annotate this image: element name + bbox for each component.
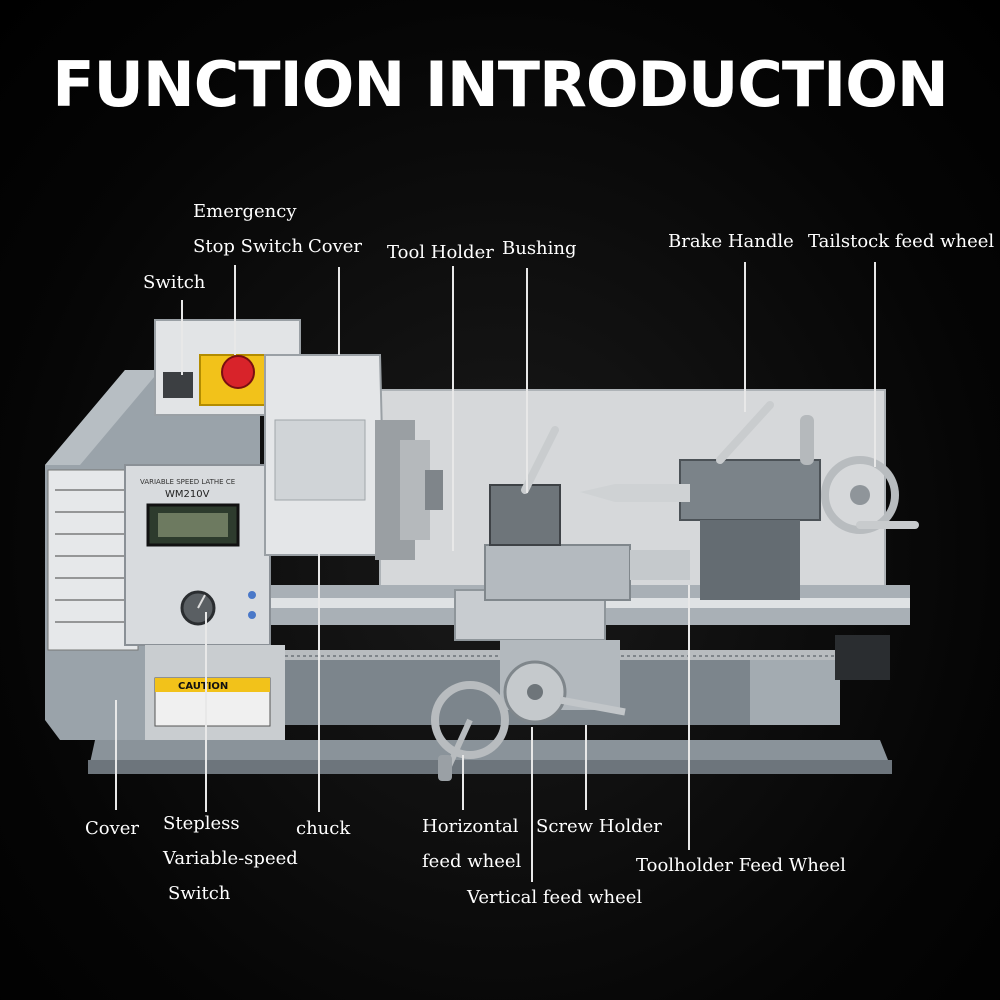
brake-lever bbox=[716, 401, 774, 464]
estop-button bbox=[221, 355, 255, 389]
cross-slide bbox=[484, 544, 631, 601]
leader-bushing bbox=[526, 268, 528, 493]
label-horizontal-line1: Horizontal bbox=[422, 816, 519, 837]
model-text: WM210V bbox=[165, 489, 210, 500]
page-title: FUNCTION INTRODUCTION bbox=[52, 48, 949, 121]
label-switch: Switch bbox=[143, 272, 206, 293]
tool-post-handle bbox=[521, 426, 559, 494]
leader-brake-handle bbox=[744, 262, 746, 412]
horizontal-feed-handwheel bbox=[431, 681, 509, 759]
leader-emergency bbox=[234, 265, 236, 355]
label-horizontal-line2: feed wheel bbox=[422, 851, 522, 872]
leader-cover-bottom bbox=[115, 700, 117, 810]
tailstock-base bbox=[700, 520, 800, 600]
label-vertical-feed-wheel: Vertical feed wheel bbox=[467, 887, 643, 908]
lathe-base-front bbox=[88, 760, 892, 774]
leader-tool-holder bbox=[452, 266, 454, 551]
lead-screw-bracket bbox=[835, 635, 890, 680]
leader-chuck bbox=[318, 552, 320, 812]
switch-knob bbox=[163, 372, 193, 398]
label-emergency-line1: Emergency bbox=[193, 201, 297, 222]
label-brake-handle: Brake Handle bbox=[668, 231, 794, 252]
leader-switch bbox=[181, 300, 183, 375]
label-bushing: Bushing bbox=[502, 238, 577, 259]
leader-screw-holder bbox=[585, 725, 587, 810]
leader-vertical-feed bbox=[531, 727, 533, 882]
leader-stepless bbox=[205, 612, 207, 812]
caution-text: CAUTION bbox=[178, 681, 228, 692]
label-emergency-line2: Stop Switch bbox=[193, 236, 304, 257]
label-screw-holder: Screw Holder bbox=[536, 816, 662, 837]
label-chuck: chuck bbox=[296, 818, 351, 839]
label-tool-holder: Tool Holder bbox=[387, 242, 494, 263]
label-toolholder-feed-wheel: Toolholder Feed Wheel bbox=[636, 855, 846, 876]
leader-toolholder-feed bbox=[688, 585, 690, 850]
label-stepless-line1: Stepless bbox=[163, 813, 240, 834]
label-stepless-line3: Switch bbox=[168, 883, 231, 904]
side-chart bbox=[47, 469, 139, 651]
tailstock-handwheel bbox=[821, 456, 899, 534]
tool-post bbox=[489, 484, 561, 546]
tailstock-center bbox=[580, 484, 690, 502]
tailstock-body bbox=[679, 459, 821, 521]
label-stepless-line2: Variable-speed bbox=[163, 848, 298, 869]
bushing-bar bbox=[630, 550, 690, 580]
bed-pedestal bbox=[750, 660, 840, 725]
panel-header-text: VARIABLE SPEED LATHE CE bbox=[140, 478, 235, 486]
label-cover-bottom: Cover bbox=[85, 818, 140, 839]
leader-cover-top bbox=[338, 267, 340, 355]
leader-horizontal bbox=[462, 755, 464, 810]
leader-tailstock bbox=[874, 262, 876, 467]
label-tailstock-feed-wheel: Tailstock feed wheel bbox=[808, 231, 995, 252]
label-cover-top: Cover bbox=[308, 236, 363, 257]
chuck-jaw bbox=[425, 470, 443, 510]
